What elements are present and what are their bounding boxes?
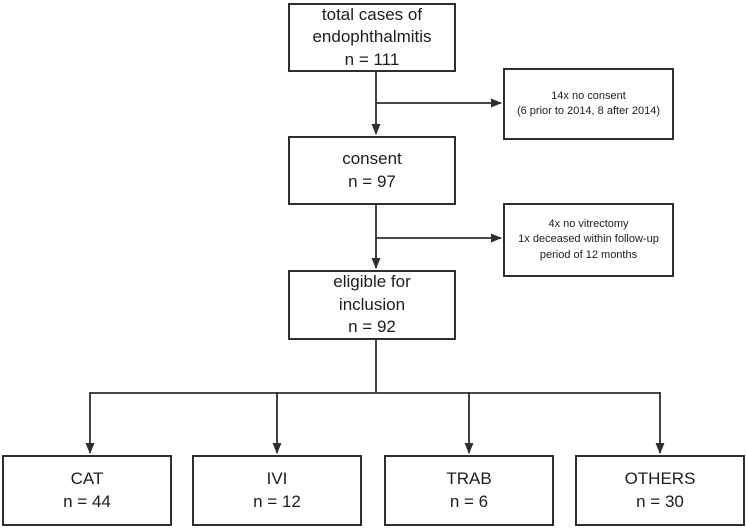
node-total-cases-count: n = 111	[344, 49, 400, 69]
node-eligible-line2: inclusion	[338, 294, 406, 314]
node-ivi: IVI n = 12	[192, 455, 362, 526]
node-ivi-label: IVI	[266, 469, 288, 489]
node-ivi-count: n = 12	[253, 491, 301, 511]
node-excluded-no-consent: 14x no consent (6 prior to 2014, 8 after…	[503, 68, 674, 140]
node-others-count: n = 30	[636, 491, 684, 511]
node-eligible-line1: eligible for	[333, 272, 411, 292]
node-consent-count: n = 97	[348, 171, 396, 191]
node-total-cases-line1: total cases of	[321, 4, 423, 24]
node-others: OTHERS n = 30	[575, 455, 745, 526]
node-others-label: OTHERS	[624, 469, 696, 489]
node-total-cases-line2: endophthalmitis	[312, 27, 432, 47]
node-consent: consent n = 97	[288, 136, 456, 205]
node-excluded-no-vitrectomy-line1: 4x no vitrectomy	[548, 217, 629, 230]
node-cat-count: n = 44	[63, 491, 111, 511]
node-cat-label: CAT	[70, 469, 104, 489]
node-excluded-no-vitrectomy: 4x no vitrectomy 1x deceased within foll…	[503, 203, 674, 277]
node-trab-label: TRAB	[446, 469, 492, 489]
node-excluded-no-consent-line1: 14x no consent	[551, 89, 626, 102]
node-consent-line1: consent	[342, 149, 402, 169]
node-cat: CAT n = 44	[2, 455, 172, 526]
node-excluded-no-vitrectomy-line3: period of 12 months	[539, 248, 638, 261]
node-excluded-no-vitrectomy-line2: 1x deceased within follow-up	[518, 233, 659, 246]
node-total-cases: total cases of endophthalmitis n = 111	[288, 3, 456, 72]
node-trab: TRAB n = 6	[384, 455, 554, 526]
node-trab-count: n = 6	[449, 491, 489, 511]
node-eligible: eligible for inclusion n = 92	[288, 270, 456, 340]
node-excluded-no-consent-line2: (6 prior to 2014, 8 after 2014)	[516, 105, 661, 117]
node-eligible-count: n = 92	[348, 317, 396, 337]
